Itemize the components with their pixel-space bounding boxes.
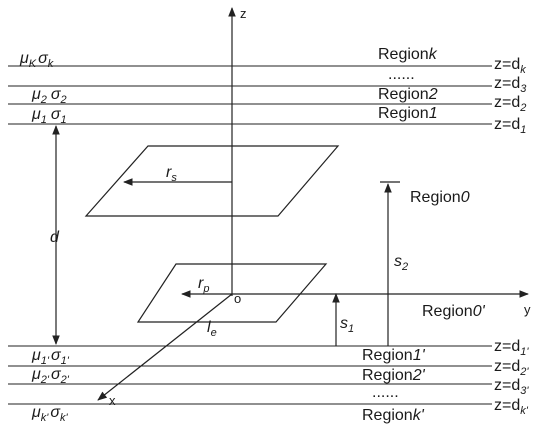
y-axis-label: y — [524, 302, 531, 317]
layer-3-zlabel: z=d3 — [494, 75, 527, 95]
layer-3p-extra: ...... z=d3' — [372, 377, 529, 401]
layer-1p-material: μ1'σ1' — [31, 347, 70, 367]
layer-1p-region: Region1' — [362, 347, 426, 364]
rp-label: rp — [198, 275, 209, 295]
le-label: le — [207, 319, 217, 339]
layer-kp-material: μk'σk' — [31, 404, 69, 424]
s1-label: s1 — [340, 315, 354, 335]
layer-2p-material: μ2'σ2' — [31, 366, 70, 386]
z-axis-label: z — [240, 6, 247, 21]
layer-2p-zlabel: z=d2' — [494, 358, 529, 378]
layer-2-zlabel: z=d2 — [494, 94, 526, 114]
layer-1p: μ1'σ1' Region1' z=d1' — [31, 338, 529, 367]
lower-dots: ...... — [372, 384, 399, 401]
layer-2p-region: Region2' — [362, 367, 426, 384]
layer-kp: μk'σk' Regionk' z=dk' — [31, 397, 529, 424]
layer-kp-zlabel: z=dk' — [494, 397, 529, 417]
layer-k-region: Regionk — [378, 46, 438, 63]
x-axis-label: x — [109, 393, 116, 408]
layer-3p-zlabel: z=d3' — [494, 377, 529, 397]
s2-label: s2 — [394, 253, 408, 273]
layer-1p-zlabel: z=d1' — [494, 338, 529, 358]
upper-dots: ...... — [388, 66, 415, 83]
x-axis — [97, 293, 233, 401]
layer-k-zlabel: z=dk — [494, 56, 526, 76]
rs-label: rs — [166, 164, 177, 184]
region0p-label: Region0' — [422, 303, 486, 320]
layer-kp-region: Regionk' — [362, 407, 425, 424]
receiver-plane — [84, 145, 340, 217]
layer-1-zlabel: z=d1 — [494, 116, 526, 136]
origin-label: o — [234, 291, 241, 306]
layer-2-region: Region2 — [378, 86, 438, 103]
d-label: d — [50, 229, 60, 246]
transmitter-plane — [136, 263, 328, 323]
region0-label: Region0 — [410, 189, 470, 206]
layer-3-extra: ...... z=d3 — [388, 66, 527, 95]
layer-2p: μ2'σ2' Region2' z=d2' — [31, 358, 529, 386]
layer-1-region: Region1 — [378, 105, 438, 122]
